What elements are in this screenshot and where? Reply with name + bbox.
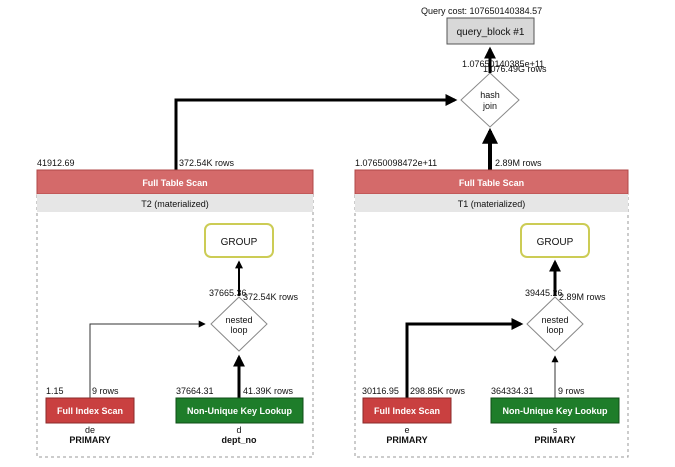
- right-key-lookup[interactable]: Non-Unique Key Lookup: [490, 397, 620, 424]
- left-full-index-scan[interactable]: Full Index Scan: [45, 397, 135, 424]
- right-nested-label-2: loop: [546, 325, 563, 335]
- hash-join-cost: 1.07650140385e+11: [462, 59, 544, 69]
- left-lookup-cost: 37664.31: [176, 386, 214, 396]
- edge-left-to-hashjoin: [174, 94, 458, 170]
- query-block-node[interactable]: query_block #1: [446, 17, 535, 45]
- right-group-label: GROUP: [537, 237, 574, 248]
- right-index-title: Full Index Scan: [374, 406, 440, 416]
- right-subtree: 1.07650098472e+11 2.89M rows Full Table …: [354, 158, 629, 458]
- left-subtitle-bar: [37, 194, 313, 212]
- right-full-index-scan[interactable]: Full Index Scan: [362, 397, 452, 424]
- left-lookup-table: d: [236, 425, 241, 435]
- left-key-lookup[interactable]: Non-Unique Key Lookup: [175, 397, 304, 424]
- left-nested-label-1: nested: [225, 315, 252, 325]
- left-nested-rows: 372.54K rows: [243, 292, 299, 302]
- left-scan-title: Full Table Scan: [142, 178, 207, 188]
- right-nested-label-1: nested: [541, 315, 568, 325]
- left-subtree: 41912.69 372.54K rows Full Table Scan T2…: [36, 158, 314, 458]
- left-nested-loop-node[interactable]: nested loop: [210, 296, 268, 352]
- left-rows: 372.54K rows: [179, 158, 235, 168]
- query-cost-label: Query cost: 107650140384.57: [421, 6, 542, 16]
- hash-join-rows: 1.076.49G rows: [483, 64, 547, 74]
- right-group-node[interactable]: GROUP: [520, 223, 590, 258]
- hash-join-label-1: hash: [480, 90, 500, 100]
- right-subtitle-bar: [355, 194, 628, 212]
- left-cost: 41912.69: [37, 158, 75, 168]
- right-index-cost: 30116.95: [362, 386, 399, 396]
- right-subtitle: T1 (materialized): [458, 199, 526, 209]
- left-group-node[interactable]: GROUP: [204, 223, 274, 258]
- left-lookup-rows: 41.39K rows: [243, 386, 294, 396]
- right-lookup-key: PRIMARY: [534, 435, 575, 445]
- left-nested-cost: 37665.36: [209, 288, 247, 298]
- left-index-rows: 9 rows: [92, 386, 119, 396]
- left-nested-label-2: loop: [230, 325, 247, 335]
- left-index-cost: 1.15: [46, 386, 64, 396]
- left-lookup-key: dept_no: [222, 435, 258, 445]
- left-index-title: Full Index Scan: [57, 406, 123, 416]
- edge-right-index-to-nested: [405, 318, 524, 398]
- right-full-table-scan[interactable]: Full Table Scan: [354, 169, 629, 195]
- right-nested-cost: 39445.26: [525, 288, 563, 298]
- left-index-key: PRIMARY: [69, 435, 110, 445]
- hash-join-label-2: join: [482, 101, 497, 111]
- query-block-label: query_block #1: [457, 27, 525, 38]
- right-cost: 1.07650098472e+11: [355, 158, 437, 168]
- edge-left-index-to-nested: [89, 320, 206, 398]
- left-full-table-scan[interactable]: Full Table Scan: [36, 169, 314, 195]
- left-lookup-title: Non-Unique Key Lookup: [187, 406, 292, 416]
- right-scan-title: Full Table Scan: [459, 178, 524, 188]
- right-rows: 2.89M rows: [495, 158, 542, 168]
- right-index-key: PRIMARY: [386, 435, 427, 445]
- left-group-label: GROUP: [221, 237, 258, 248]
- right-lookup-title: Non-Unique Key Lookup: [503, 406, 608, 416]
- right-nested-loop-node[interactable]: nested loop: [526, 296, 584, 352]
- right-container: [354, 169, 629, 458]
- right-lookup-cost: 364334.31: [491, 386, 534, 396]
- right-index-table: e: [404, 425, 409, 435]
- hash-join-node[interactable]: hash join: [460, 72, 520, 128]
- right-nested-rows: 2.89M rows: [559, 292, 606, 302]
- right-index-rows: 298.85K rows: [410, 386, 466, 396]
- left-index-table: de: [85, 425, 95, 435]
- right-lookup-rows: 9 rows: [558, 386, 585, 396]
- left-subtitle: T2 (materialized): [141, 199, 209, 209]
- right-lookup-table: s: [553, 425, 558, 435]
